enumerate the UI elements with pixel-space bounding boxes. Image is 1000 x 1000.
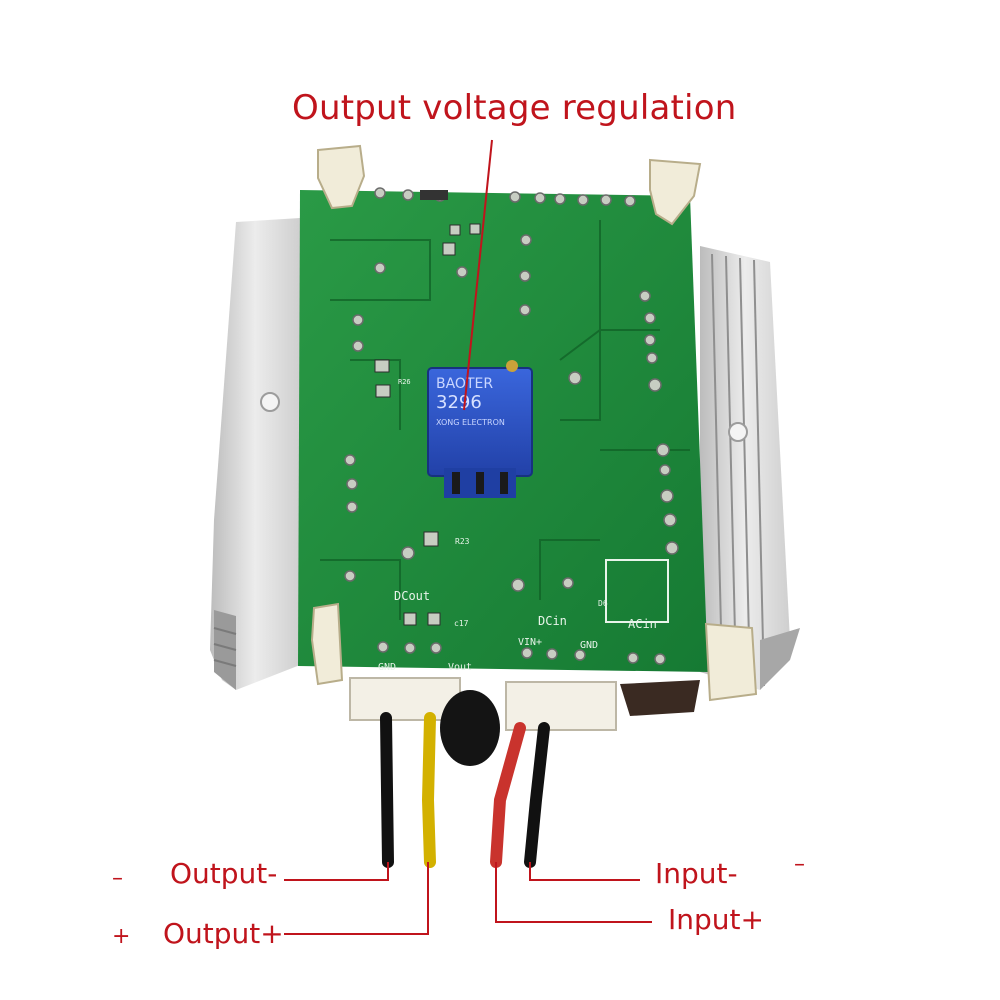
heatsink-right — [700, 246, 800, 690]
input-minus-sign: – — [794, 852, 805, 877]
output-minus-label: Output- — [170, 857, 278, 890]
heatsink-left — [210, 218, 300, 690]
input-minus-label: Input- — [655, 857, 738, 890]
output-voltage-regulation-label: Output voltage regulation — [292, 88, 737, 128]
pot-brand: BAOTER — [436, 376, 493, 392]
dcout-label: DCout — [394, 589, 430, 603]
acin-label: ACin — [628, 617, 657, 631]
pot-model: 3296 — [436, 392, 482, 413]
connectors — [349, 677, 700, 766]
input-plus-label: Input+ — [668, 903, 764, 936]
c17-label: c17 — [454, 619, 469, 628]
standoffs — [310, 144, 758, 702]
r26-label: R26 — [398, 378, 411, 386]
gnd-left-label: GND — [378, 662, 396, 673]
potentiometer: BAOTER 3296 XONG ELECTRON — [427, 360, 533, 498]
output-plus-sign: + — [112, 924, 131, 949]
d6-label: D6 — [598, 599, 608, 608]
dcin-label: DCin — [538, 614, 567, 628]
output-plus-label: Output+ — [163, 917, 284, 950]
r23-label: R23 — [455, 537, 470, 546]
vin-label: VIN+ — [518, 637, 542, 648]
wires — [380, 712, 550, 868]
leader-lines — [284, 139, 652, 935]
vout-label: Vout — [448, 662, 472, 673]
output-minus-sign: – — [112, 866, 123, 891]
gnd-right-label: GND — [580, 640, 598, 651]
pot-sub: XONG ELECTRON — [436, 418, 505, 427]
